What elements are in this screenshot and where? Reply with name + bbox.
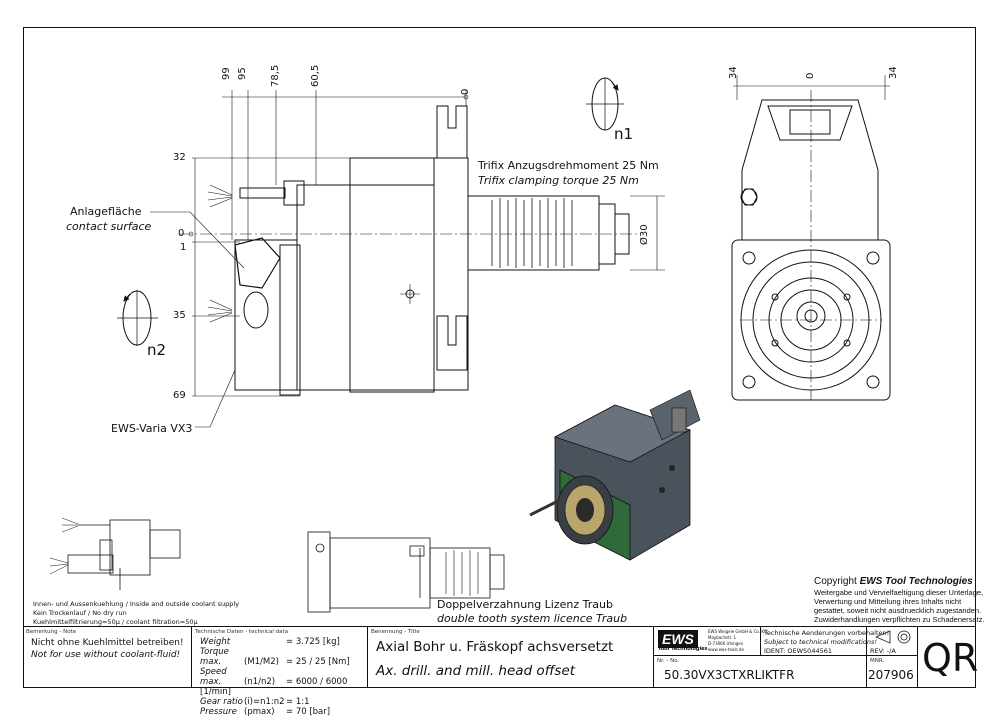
n2-label: n2: [147, 341, 167, 359]
tech-row-label: Pressure: [200, 707, 237, 717]
tech-row-sym: (M1/M2): [244, 657, 279, 667]
tech-row-label: Gear ratio: [200, 697, 243, 707]
dim-left-35: 35: [173, 310, 186, 321]
double-tooth-label-en: double tooth system licence Traub: [437, 612, 628, 625]
coolant-note-3: Kuehlmittelfiltrierung=50µ / coolant fil…: [33, 618, 198, 626]
dim-left-0: 0: [178, 228, 185, 239]
drawing-number: 50.30VX3CTXRLIKTFR: [664, 668, 795, 682]
tech-row: Torque max.(M1/M2)= 25 / 25 [Nm]: [200, 647, 350, 667]
tech-row-label: Speed max.: [200, 667, 227, 687]
dim-front-34-right: 34: [888, 66, 899, 79]
coolant-sketch: [49, 517, 181, 590]
coolant-note-2: Kein Trockenlauf / No dry run: [33, 609, 127, 617]
logo-subtitle: Tool Technologies: [658, 646, 708, 652]
contact-surface-label: Anlagefläche: [70, 205, 142, 218]
side-dimensions: [150, 90, 665, 428]
title-block: Bemerkung - Note Nicht ohne Kuehlmittel …: [23, 626, 979, 717]
copyright-brand: EWS Tool Technologies: [859, 576, 973, 587]
product-render-3d: [529, 389, 701, 561]
tech-row-label: Weight: [200, 637, 231, 647]
side-view: [180, 105, 640, 396]
dim-top-60-5: 60,5: [310, 64, 321, 87]
title-en: Ax. drill. and mill. head offset: [376, 663, 576, 679]
mnr-value: 207906: [868, 668, 914, 682]
n1-label: n1: [614, 125, 634, 143]
tech-row: Weight= 3.725 [kg]: [200, 637, 340, 647]
title-cell: Benennung - Title Axial Bohr u. Fräskopf…: [367, 627, 653, 688]
tech-row-label: Torque max.: [200, 647, 229, 667]
ident-value: IDENT: OEWS044561: [764, 647, 832, 655]
tech-row-value: 6000 / 6000 [1/min]: [200, 677, 348, 697]
number-caption: Nr. - No.: [657, 658, 680, 664]
dim-left-32: 32: [173, 152, 186, 163]
tech-row-value: 1:1: [295, 697, 310, 707]
revision: REV: -/A: [870, 647, 896, 655]
front-dimensions: [733, 75, 890, 100]
tech-row-value: 3.725 [kg]: [295, 637, 340, 647]
tech-row-sym: (pmax): [244, 707, 275, 717]
qr-label: QR: [922, 636, 979, 680]
dim-diameter-30: Ø30: [639, 224, 650, 245]
dim-left-1: 1: [180, 242, 187, 253]
copyright-line-1: Weitergabe und Vervielfaeltigung dieser …: [814, 588, 984, 597]
coolant-note-1: Innen- und Aussenkuehlung / Inside and o…: [33, 600, 240, 608]
dim-front-0: 0: [805, 72, 816, 79]
projection-symbol-icon: [874, 630, 911, 644]
note-caption: Bemerkung - Note: [26, 629, 77, 635]
rotation-n2-symbol: [117, 290, 158, 346]
drawing-frame: [23, 27, 976, 688]
company-line-2: Maybachstr. 1: [708, 635, 737, 640]
copyright-prefix: Copyright: [814, 576, 860, 587]
contact-surface-label-en: contact surface: [66, 220, 152, 233]
title-caption: Benennung - Title: [371, 629, 420, 635]
trifix-torque-label-en: Trifix clamping torque 25 Nm: [478, 174, 639, 187]
double-tooth-label: Doppelverzahnung Lizenz Traub: [437, 598, 613, 611]
dim-top-95: 95: [237, 67, 248, 80]
dim-top-0: 0: [460, 88, 471, 95]
title-de: Axial Bohr u. Fräskopf achsversetzt: [376, 639, 614, 655]
qr-cell: QR: [917, 627, 979, 688]
mnr-caption: MNR.: [870, 658, 885, 664]
tech-row: Speed max.(n1/n2)= 6000 / 6000 [1/min]: [200, 667, 348, 697]
tech-row: Gear ratio(i)=n1:n2= 1:1: [200, 697, 310, 707]
note-en: Not for use without coolant-fluid!: [31, 650, 181, 660]
change-note-de: Technische Aenderungen vorbehalten!: [764, 629, 890, 637]
copyright-line-3: gestattet, soweit nicht ausdruecklich zu…: [814, 606, 982, 615]
ident-cell: EWS Tool Technologies EWS Weigele GmbH &…: [653, 627, 917, 688]
company-line-4: www.ews-tools.de: [708, 647, 744, 652]
tech-caption: Technische Daten - technical data: [195, 629, 289, 635]
copyright-line-2: Verwertung und Mitteilung ihres Inhalts …: [814, 597, 962, 606]
change-note-en: Subject to technical modifications!: [764, 638, 877, 646]
tech-row-value: 25 / 25 [Nm]: [295, 657, 350, 667]
tech-row-sym: (i)=n1:n2: [244, 697, 285, 707]
front-view: [731, 90, 891, 401]
dim-top-78-5: 78,5: [270, 64, 281, 87]
rotation-n1-symbol: [586, 77, 624, 131]
dim-left-69: 69: [173, 390, 186, 401]
varia-label: EWS-Varia VX3: [111, 422, 193, 435]
copyright-title: Copyright EWS Tool Technologies: [814, 577, 973, 587]
dim-front-34-left: 34: [728, 66, 739, 79]
note-de: Nicht ohne Kuehlmittel betreiben!: [31, 638, 184, 648]
tech-table: Weight= 3.725 [kg] Torque max.(M1/M2)= 2…: [200, 637, 367, 717]
tech-row: Pressure(pmax)= 70 [bar]: [200, 707, 331, 717]
company-line-3: D-73066 Uhingen: [708, 641, 744, 646]
ews-logo: EWS: [658, 630, 698, 648]
trifix-torque-label: Trifix Anzugsdrehmoment 25 Nm: [478, 159, 659, 172]
technical-data-cell: Technische Daten - technical data Weight…: [191, 627, 367, 717]
traub-sketch: [307, 531, 505, 613]
tech-row-value: 70 [bar]: [295, 707, 331, 717]
dim-top-99: 99: [221, 67, 232, 80]
tech-row-sym: (n1/n2): [244, 677, 276, 687]
copyright-line-4: Zuwiderhandlungen verpflichten zu Schade…: [814, 615, 985, 624]
company-line-1: EWS Weigele GmbH & Co. KG: [708, 629, 768, 634]
